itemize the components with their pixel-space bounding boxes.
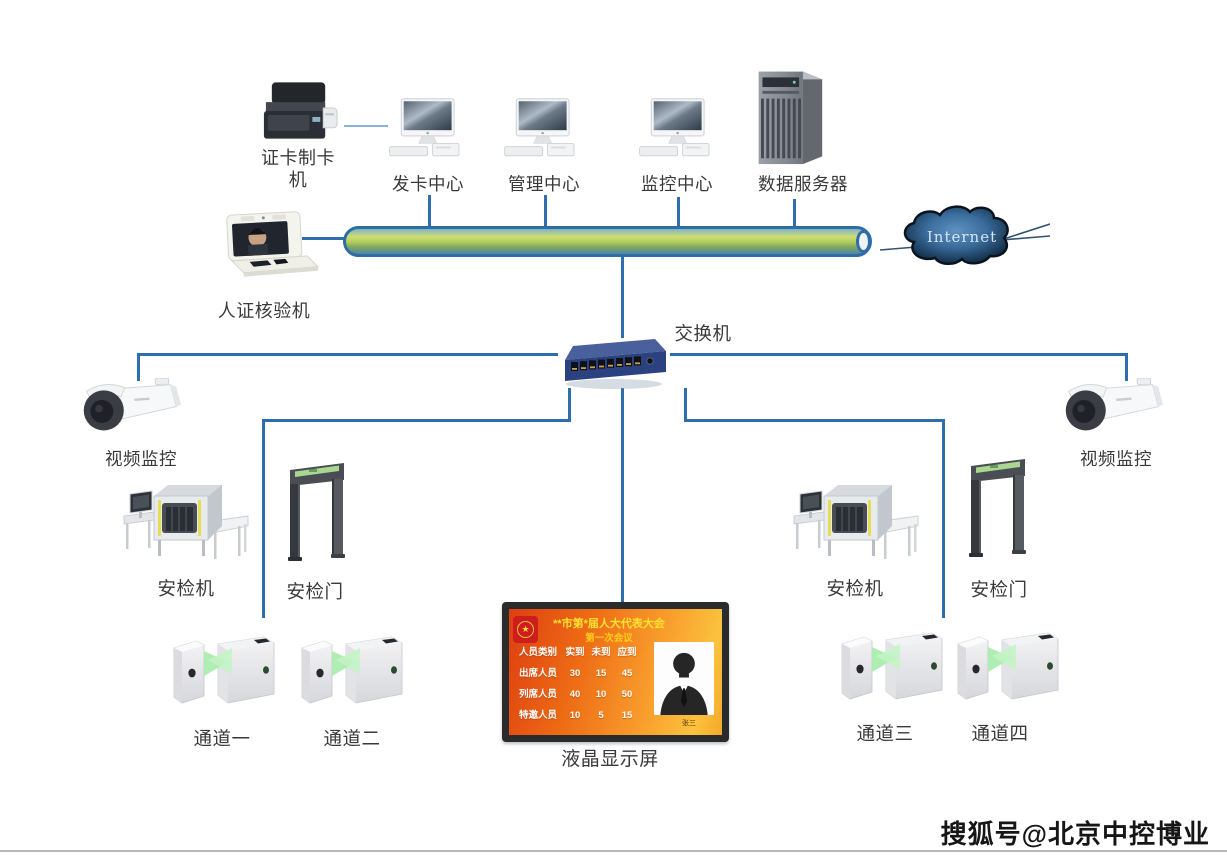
security-gate-left-icon [285, 458, 349, 564]
lane2-label: 通道二 [323, 728, 381, 749]
table-header: 应到 [617, 647, 637, 658]
lane1-label: 通道一 [193, 728, 251, 749]
management-center-computer-icon [503, 92, 579, 170]
connection-switch-right-branch-h [684, 419, 945, 422]
connection-left-branch-lanes [262, 419, 265, 618]
issuing-center-label: 发卡中心 [392, 174, 464, 194]
turnstile-lane4-icon [950, 620, 1072, 715]
camera-right-icon [1052, 377, 1172, 440]
table-cell: 10 [595, 689, 607, 700]
table-header: 实到 [565, 647, 585, 658]
xray-scanner-left-icon [118, 476, 253, 564]
turnstile-lane3-icon [834, 620, 956, 715]
turnstile-lane1-icon [166, 624, 288, 719]
meeting-title: **市第*届人大代表大会 [553, 618, 665, 630]
internet-cloud-icon: Internet [879, 196, 1051, 281]
connection-verifier-bus [302, 237, 344, 240]
photo-caption: 张三 [682, 720, 696, 727]
monitoring-center-label: 监控中心 [641, 174, 713, 194]
id-verifier-label: 人证核验机 [217, 301, 311, 321]
monitoring-center-computer-icon [638, 92, 714, 170]
security-gate-right-icon [966, 454, 1030, 560]
table-cell: 50 [621, 689, 633, 700]
data-server-label: 数据服务器 [758, 174, 848, 194]
turnstile-lane2-icon [294, 624, 416, 719]
data-server-icon [746, 62, 830, 166]
connection-right-branch-lanes [942, 419, 945, 618]
connection-switch-camera-right-v [1125, 353, 1128, 381]
attendee-photo [654, 642, 714, 715]
table-header: 人员类别 [518, 647, 557, 658]
watermark: 搜狐号@北京中控博业 [940, 819, 1210, 849]
card-printer-label: 证卡制卡机 [261, 148, 335, 190]
internet-label: Internet [927, 228, 997, 246]
gate-right-label: 安检门 [970, 579, 1028, 600]
switch-label: 交换机 [674, 323, 732, 344]
connection-server-bus [793, 199, 796, 228]
xray-scanner-right-icon [788, 476, 923, 564]
connection-switch-left-branch-h [262, 419, 571, 422]
gate-left-label: 安检门 [286, 581, 344, 602]
camera-right-label: 视频监控 [1080, 449, 1152, 469]
national-emblem-icon: ★ [513, 616, 538, 643]
table-header: 未到 [591, 647, 611, 658]
connection-switch-left-branch-v1 [568, 388, 571, 421]
table-cell: 40 [569, 689, 581, 700]
connection-printer-issuing [344, 125, 388, 127]
connection-switch-right-branch-v1 [684, 388, 687, 421]
lcd-display: ★ **市第*届人大代表大会 第一次会议 人员类别 实到 未到 应到 出席人员 … [502, 602, 729, 742]
card-printer-icon [258, 82, 342, 142]
xray-right-label: 安检机 [826, 578, 884, 599]
connection-bus-switch [621, 256, 624, 338]
lane3-label: 通道三 [856, 723, 914, 744]
table-cell: 45 [621, 668, 633, 679]
table-cell: 15 [621, 710, 633, 721]
management-center-label: 管理中心 [508, 174, 580, 194]
lcd-label: 液晶显示屏 [561, 749, 659, 770]
network-switch-icon [557, 336, 669, 391]
camera-left-label: 视频监控 [105, 449, 177, 469]
meeting-subtitle: 第一次会议 [585, 633, 633, 644]
lane4-label: 通道四 [971, 723, 1029, 744]
connection-monitoring-bus [677, 197, 680, 228]
table-cell: 5 [598, 710, 604, 721]
table-cell: 30 [569, 668, 581, 679]
connection-switch-camera-left-v [137, 353, 140, 381]
connection-switch-lcd [621, 388, 624, 604]
emblem-star-icon: ★ [517, 621, 534, 638]
bus-pipe-end-icon [856, 230, 871, 253]
table-cell: 10 [569, 710, 581, 721]
network-bus-pipe [343, 226, 872, 257]
id-verifier-icon [216, 211, 320, 281]
attendance-table: 人员类别 实到 未到 应到 出席人员 30 15 45 列席人员 40 10 5… [514, 646, 640, 723]
connection-switch-camera-right-h [670, 353, 1128, 356]
camera-left-icon [70, 377, 190, 440]
table-cell: 出席人员 [518, 668, 557, 679]
connection-issuing-bus [428, 195, 431, 228]
table-cell: 特邀人员 [518, 710, 557, 721]
issuing-center-computer-icon [388, 92, 464, 170]
xray-left-label: 安检机 [157, 578, 215, 599]
connection-management-bus [544, 195, 547, 228]
bottom-divider [0, 850, 1227, 852]
table-cell: 列席人员 [518, 689, 557, 700]
table-cell: 15 [595, 668, 607, 679]
lcd-screen: ★ **市第*届人大代表大会 第一次会议 人员类别 实到 未到 应到 出席人员 … [509, 609, 722, 735]
connection-switch-camera-left-h [137, 353, 558, 356]
